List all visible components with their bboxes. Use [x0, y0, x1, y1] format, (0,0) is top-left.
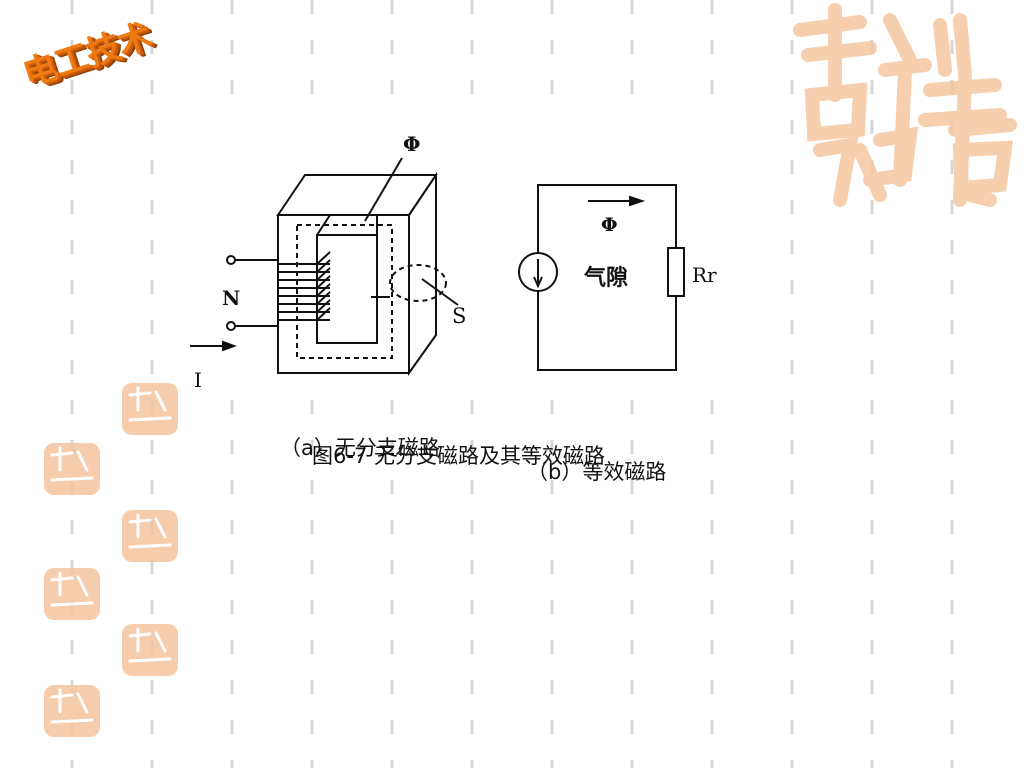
cross-section-ellipse	[389, 264, 447, 302]
area-leader-line	[421, 278, 459, 306]
flux-label-b: Φ	[601, 214, 618, 236]
figure-panel: Φ N I S Φ 气隙 Rr	[190, 120, 735, 400]
flux-leader-line	[364, 157, 403, 222]
terminal-bottom	[226, 321, 236, 331]
area-label: S	[452, 304, 467, 328]
small-seal-strokes	[50, 386, 172, 724]
calligraphy-seal-large	[793, 3, 1017, 207]
flux-label-a: Φ	[403, 132, 421, 156]
flux-path-dashed	[296, 224, 393, 359]
core-side-face	[408, 171, 437, 377]
caption-part-a: （a）无分支磁路	[280, 436, 440, 460]
figure-caption: 图6-7 无分支磁路及其等效磁路	[312, 444, 605, 468]
reluctance-resistor	[667, 247, 685, 297]
caption-part-b: （b）等效磁路	[527, 460, 667, 484]
magnetic-circuit-diagram	[190, 157, 685, 377]
core-3d	[276, 171, 438, 377]
coil-turns	[278, 251, 331, 321]
terminal-top	[226, 255, 236, 265]
current-label: I	[194, 368, 202, 392]
small-seal-decorations	[44, 383, 178, 737]
turns-label: N	[222, 286, 241, 310]
window-depth	[316, 214, 378, 236]
caption-line-1: （a）无分支磁路 （b）等效磁路	[190, 408, 790, 484]
airgap-label: 气隙	[584, 266, 629, 291]
reluctance-label: Rr	[692, 263, 717, 287]
